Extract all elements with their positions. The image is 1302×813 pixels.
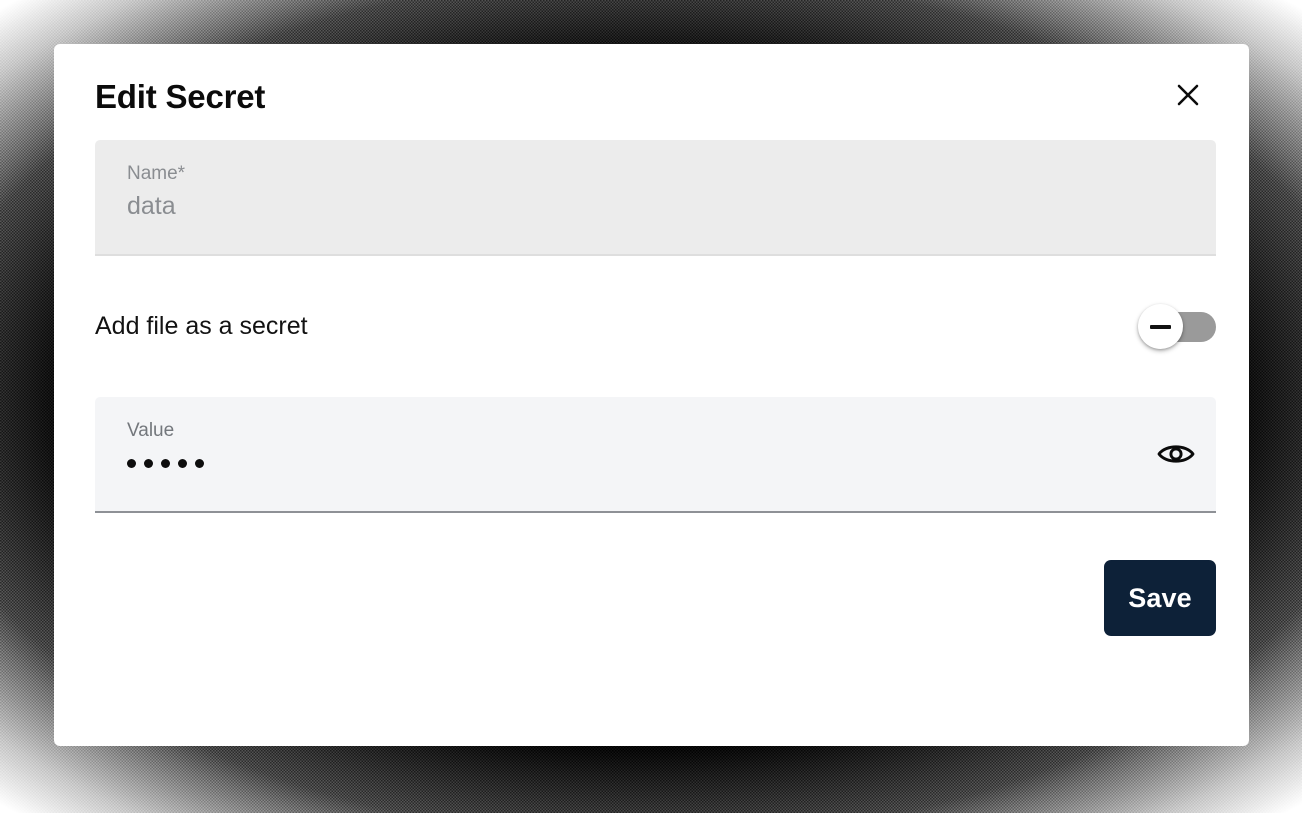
close-button[interactable] xyxy=(1170,77,1206,113)
mask-dot xyxy=(144,458,153,468)
mask-dot xyxy=(178,458,187,468)
value-field-masked-value xyxy=(127,450,1190,476)
eye-icon xyxy=(1156,440,1196,468)
value-field-label: Value xyxy=(127,420,175,441)
save-button[interactable]: Save xyxy=(1104,560,1216,636)
minus-icon xyxy=(1150,324,1171,329)
mask-dot xyxy=(161,458,170,468)
toggle-value-visibility-button[interactable] xyxy=(1154,432,1198,476)
value-field[interactable]: Value xyxy=(95,397,1216,513)
dialog-header: Edit Secret xyxy=(95,44,1208,140)
name-field-value: data xyxy=(127,192,176,220)
dialog-footer: Save xyxy=(95,513,1216,683)
add-file-as-secret-row: Add file as a secret xyxy=(95,256,1216,397)
add-file-as-secret-label: Add file as a secret xyxy=(95,312,308,340)
name-field-label: Name* xyxy=(127,163,186,184)
mask-dot xyxy=(195,458,204,468)
edit-secret-dialog: Edit Secret Name* data Add file as a sec… xyxy=(54,44,1249,746)
toggle-knob xyxy=(1138,304,1183,349)
page-title: Edit Secret xyxy=(95,77,266,115)
close-icon xyxy=(1174,81,1202,109)
add-file-as-secret-toggle[interactable] xyxy=(1138,304,1216,349)
name-field[interactable]: Name* data xyxy=(95,140,1216,256)
mask-dot xyxy=(127,458,136,468)
